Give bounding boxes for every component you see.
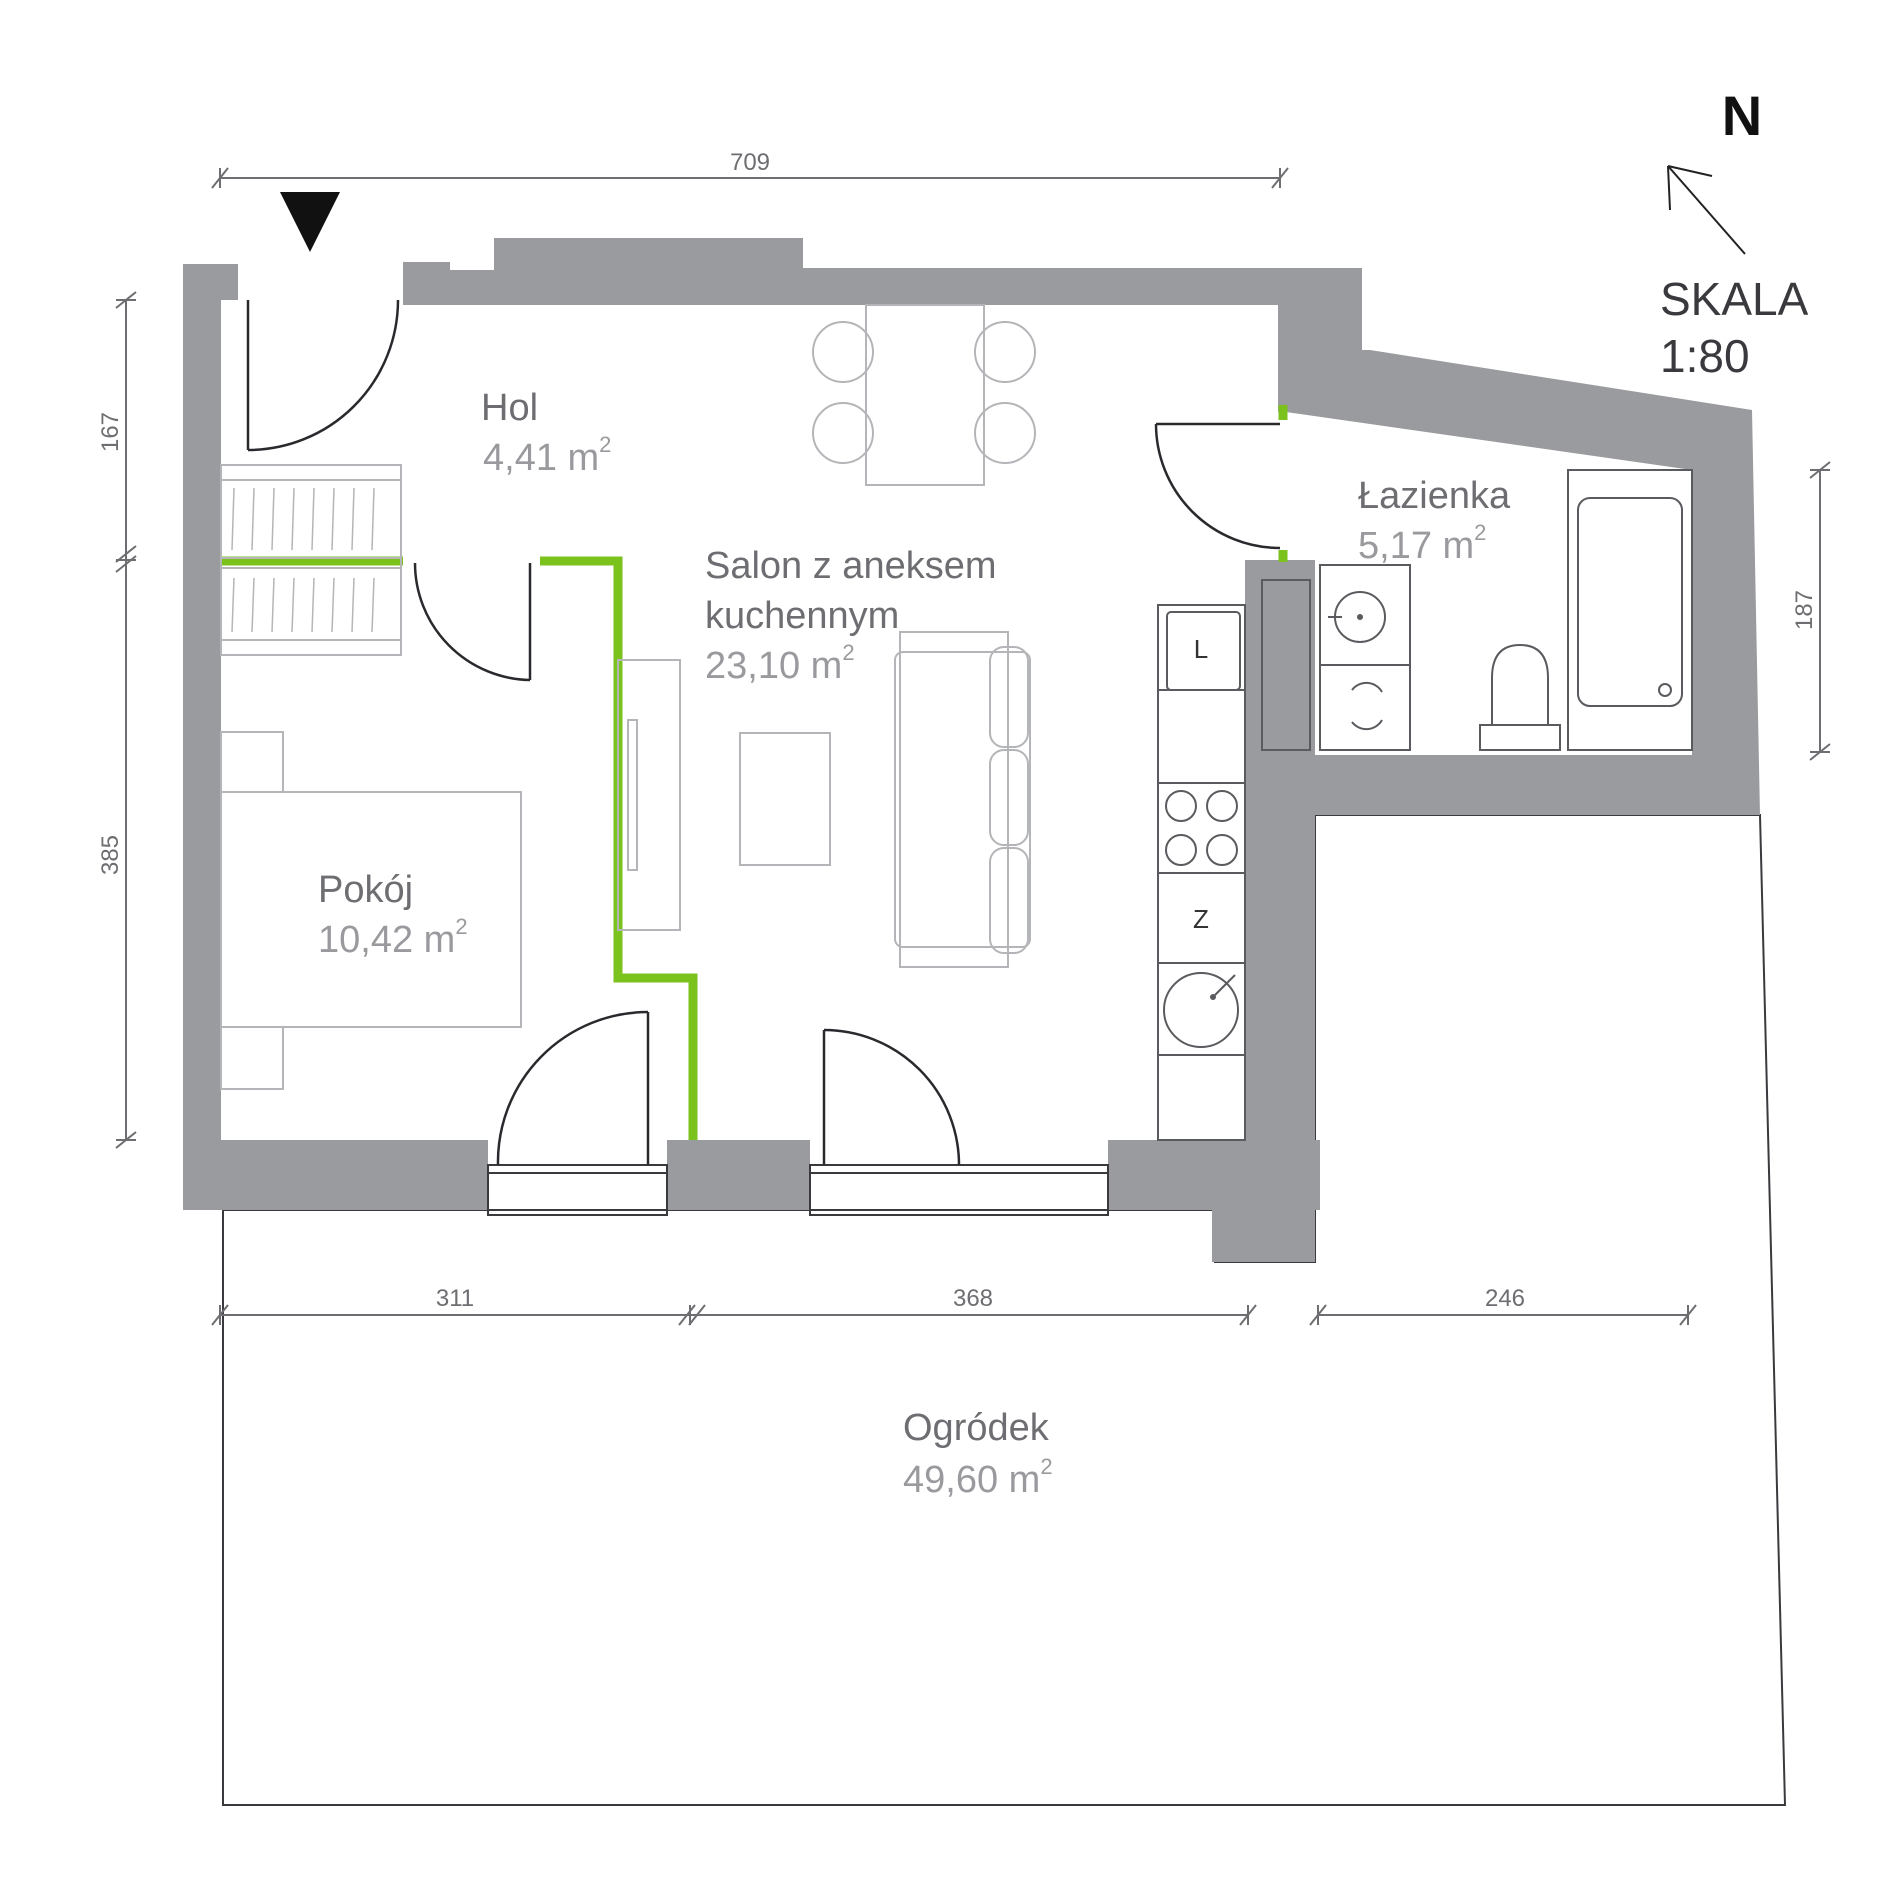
fridge-label: L xyxy=(1194,634,1208,664)
walls xyxy=(183,238,1760,1262)
room-hol: Hol 4,41 m2 xyxy=(481,387,611,479)
svg-text:Hol: Hol xyxy=(481,387,538,429)
dim-bottom-1: 311 xyxy=(436,1285,474,1312)
dimension-lines xyxy=(115,167,1831,1326)
svg-text:23,10 m2: 23,10 m2 xyxy=(705,640,855,687)
room-pokoj: Pokój 10,42 m2 xyxy=(318,869,468,961)
svg-text:Łazienka: Łazienka xyxy=(1358,475,1511,517)
svg-text:5,17 m2: 5,17 m2 xyxy=(1358,520,1486,567)
room-salon: Salon z aneksem kuchennym 23,10 m2 xyxy=(705,545,997,687)
svg-text:Ogródek: Ogródek xyxy=(903,1407,1050,1449)
dim-bottom-2: 368 xyxy=(953,1285,993,1312)
dining-table xyxy=(812,304,1036,486)
dim-left-upper: 167 xyxy=(97,412,124,452)
dim-bottom-3: 246 xyxy=(1485,1285,1525,1312)
north-arrow-icon xyxy=(1667,165,1746,255)
svg-text:10,42 m2: 10,42 m2 xyxy=(318,914,468,961)
doors xyxy=(246,299,1281,1166)
accent-walls xyxy=(221,405,1288,1140)
bed xyxy=(220,731,522,1090)
svg-text:Salon z aneksem: Salon z aneksem xyxy=(705,545,997,587)
dim-left-lower: 385 xyxy=(97,835,124,875)
dim-top: 709 xyxy=(730,149,770,176)
svg-text:4,41 m2: 4,41 m2 xyxy=(483,432,611,479)
svg-text:kuchennym: kuchennym xyxy=(705,595,899,637)
svg-text:49,60 m2: 49,60 m2 xyxy=(903,1454,1053,1501)
dim-right: 187 xyxy=(1791,590,1818,630)
living-furniture xyxy=(617,631,1031,968)
room-ogrodek: Ogródek 49,60 m2 xyxy=(903,1407,1053,1501)
room-lazienka: Łazienka 5,17 m2 xyxy=(1358,475,1511,567)
svg-text:Pokój: Pokój xyxy=(318,869,413,911)
entrance-marker-icon xyxy=(280,192,340,252)
scale-label: SKALA xyxy=(1660,273,1809,325)
wardrobe xyxy=(220,464,402,656)
scale-value: 1:80 xyxy=(1660,330,1750,382)
kitchen xyxy=(1157,604,1246,1141)
bathroom-fixtures xyxy=(1261,469,1693,751)
freezer-label: Z xyxy=(1193,904,1209,934)
north-label: N xyxy=(1722,84,1762,147)
windows xyxy=(487,1164,1109,1216)
